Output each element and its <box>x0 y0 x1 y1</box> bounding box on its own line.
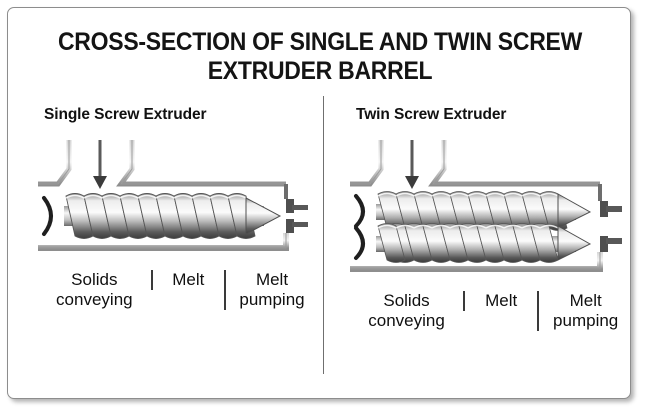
zone-solids-conveying: Solids conveying <box>38 270 151 310</box>
figure-border: CROSS-SECTION OF SINGLE AND TWIN SCREW E… <box>7 7 631 399</box>
panel-heading-twin-screw: Twin Screw Extruder <box>356 106 507 123</box>
zone-label-line-1: Melt <box>485 291 518 310</box>
screw-upper <box>376 191 592 231</box>
panel-divider <box>323 96 324 374</box>
screw-tip-upper <box>557 193 592 229</box>
twin-screw-diagram <box>350 140 622 272</box>
zone-label-line-2: pumping <box>553 311 619 330</box>
panel-twin-screw: Twin Screw Extruder <box>326 8 632 400</box>
single-screw-diagram <box>38 140 308 251</box>
zone-melt-pumping: Melt pumping <box>537 291 632 331</box>
figure-title-line-1: CROSS-SECTION OF SINGLE AND TWIN SCREW <box>57 28 583 56</box>
hopper-funnel <box>38 140 286 187</box>
zone-melt-pumping: Melt pumping <box>224 270 318 310</box>
die-outlet <box>600 201 622 252</box>
panel-heading-single-screw: Single Screw Extruder <box>44 106 207 123</box>
feed-arrow-icon <box>405 140 419 189</box>
zone-melt: Melt <box>463 291 537 311</box>
zone-labels-single-screw: Solids conveying Melt Melt pumping <box>38 270 318 310</box>
panel-single-screw: Single Screw Extruder <box>16 8 323 400</box>
figure-title-line-2: EXTRUDER BARREL <box>207 57 433 85</box>
screw-tip-lower <box>557 225 592 261</box>
hopper-funnel <box>350 140 600 187</box>
zone-label-line-2: conveying <box>56 290 133 309</box>
zone-label-line-1: Solids <box>383 291 430 310</box>
zone-label-line-1: Melt <box>172 270 205 289</box>
screw-tip <box>245 197 282 235</box>
zone-label-line-2: conveying <box>368 311 445 330</box>
screw-lower <box>376 223 592 263</box>
zone-solids-conveying: Solids conveying <box>350 291 463 331</box>
zone-melt: Melt <box>150 270 224 290</box>
zone-label-line-1: Solids <box>71 270 118 289</box>
zone-labels-twin-screw: Solids conveying Melt Melt pumping <box>350 291 632 331</box>
zone-label-line-1: Melt <box>569 291 602 310</box>
zone-label-line-1: Melt <box>255 270 289 289</box>
barrel-wall-bottom-outline <box>350 252 601 270</box>
drive-end-crescent <box>42 196 53 236</box>
screw-flights <box>65 193 256 239</box>
die-outlet <box>286 199 308 233</box>
zone-label-line-2: pumping <box>239 290 305 309</box>
figure-title: CROSS-SECTION OF SINGLE AND TWIN SCREW E… <box>33 28 607 86</box>
drive-end-crescents <box>354 194 365 260</box>
barrel-wall-bottom-outline <box>38 233 287 249</box>
feed-arrow-icon <box>93 140 107 189</box>
